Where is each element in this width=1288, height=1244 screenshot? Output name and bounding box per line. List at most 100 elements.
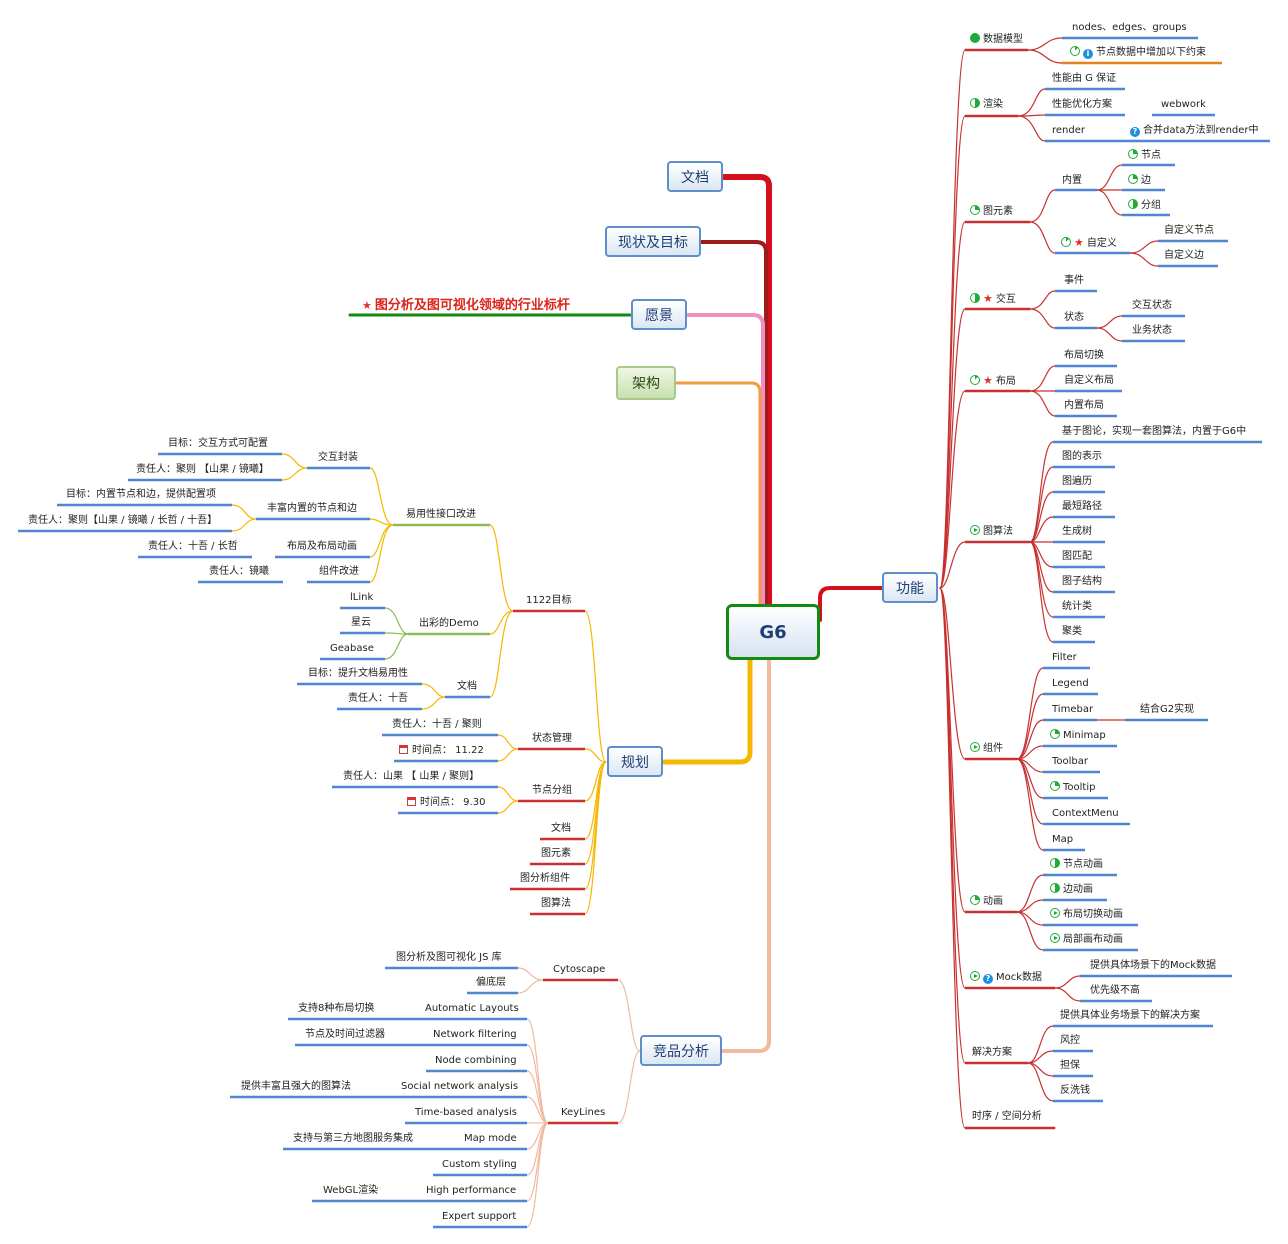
func-algo-item[interactable]: 图匹配 [1062,551,1092,562]
plan-goal[interactable]: 1122目标 [526,595,572,606]
func-mock-item[interactable]: 优先级不高 [1090,985,1140,996]
plan-docs-owner[interactable]: 责任人：十吾 [348,693,408,704]
plan-demo-item[interactable]: Geabase [330,643,374,654]
topic-status-goal[interactable]: 现状及目标 [605,226,701,257]
func-render-merge[interactable]: ?合并data方法到render中 [1130,124,1259,138]
func-comp-item[interactable]: Map [1052,834,1074,845]
func-algo-item[interactable]: 聚类 [1062,626,1082,637]
func-comp-item[interactable]: Legend [1052,678,1089,689]
plan-demo[interactable]: 出彩的Demo [419,618,479,629]
func-interact-state-item[interactable]: 业务状态 [1132,325,1172,336]
keylines-item[interactable]: Automatic Layouts [425,1003,519,1014]
func-solution-item[interactable]: 风控 [1060,1035,1080,1046]
func-render-item[interactable]: 性能优化方案 [1052,99,1112,110]
func-anim-item[interactable]: 边动画 [1050,883,1093,897]
func-layout-item[interactable]: 内置布局 [1064,400,1104,411]
func-anim-item[interactable]: 布局切换动画 [1050,908,1123,922]
func-render[interactable]: 渲染 [970,98,1003,112]
keylines-item[interactable]: Custom styling [442,1159,517,1170]
vision-detail[interactable]: ★图分析及图可视化领域的行业标杆 [362,294,570,313]
func-comp-item[interactable]: Timebar [1052,704,1094,715]
plan-state-time[interactable]: 时间点： 11.22 [399,744,484,758]
func-elements-builtin-item[interactable]: 边 [1128,174,1151,188]
func-timeseries[interactable]: 时序 / 空间分析 [972,1111,1042,1122]
func-comp-item[interactable]: Filter [1052,652,1077,663]
compete-cytoscape-item[interactable]: 图分析及图可视化 JS 库 [396,952,502,963]
func-render-webwork[interactable]: webwork [1161,99,1206,110]
plan-layout-owner[interactable]: 责任人：十吾 / 长哲 [148,541,238,552]
plan-rich-owner[interactable]: 责任人：聚则【山果 / 镜曦 / 长哲 / 十吾】 [28,515,218,526]
topic-plan[interactable]: 规划 [607,746,663,777]
func-comp-item[interactable]: ContextMenu [1052,808,1119,819]
plan-other[interactable]: 图分析组件 [520,873,570,884]
keylines-item[interactable]: Node combining [435,1055,517,1066]
func-anim[interactable]: 动画 [970,895,1003,909]
func-solution-item[interactable]: 反洗钱 [1060,1085,1090,1096]
func-elements-custom[interactable]: ★自定义 [1061,236,1117,251]
func-interact-state-item[interactable]: 交互状态 [1132,300,1172,311]
plan-rich[interactable]: 丰富内置的节点和边 [267,503,357,514]
compete-keylines[interactable]: KeyLines [561,1107,606,1118]
func-anim-item[interactable]: 节点动画 [1050,858,1103,872]
func-elements-builtin-item[interactable]: 分组 [1128,199,1161,213]
func-interact-state[interactable]: 状态 [1064,312,1084,323]
func-solution-item[interactable]: 担保 [1060,1060,1080,1071]
func-algo-item[interactable]: 图的表示 [1062,451,1102,462]
keylines-item[interactable]: Time-based analysis [415,1107,517,1118]
func-comp-item[interactable]: Tooltip [1050,781,1095,795]
func-algo-item[interactable]: 图遍历 [1062,476,1092,487]
func-data-model[interactable]: 数据模型 [970,33,1023,47]
compete-cytoscape-item[interactable]: 偏底层 [476,977,506,988]
func-elements[interactable]: 图元素 [970,205,1013,219]
func-interact-event[interactable]: 事件 [1064,275,1084,286]
plan-demo-item[interactable]: 星云 [351,617,371,628]
func-comp-item[interactable]: Toolbar [1052,756,1089,767]
topic-architecture[interactable]: 架构 [616,366,676,400]
plan-state-owner[interactable]: 责任人：十吾 / 聚则 [392,719,482,730]
plan-usability[interactable]: 易用性接口改进 [406,509,476,520]
func-elements-builtin[interactable]: 内置 [1062,175,1082,186]
plan-interaction-owner[interactable]: 责任人：聚则 【山果 / 镜曦】 [136,464,269,475]
keylines-note[interactable]: 支持8种布局切换 [298,1003,375,1014]
keylines-note[interactable]: 提供丰富且强大的图算法 [241,1081,351,1092]
func-algo-item[interactable]: 生成树 [1062,526,1092,537]
plan-other[interactable]: 图算法 [541,898,571,909]
keylines-item[interactable]: High performance [426,1185,517,1196]
func-comp-item[interactable]: Minimap [1050,729,1106,743]
plan-component[interactable]: 组件改进 [319,566,359,577]
plan-docs-target[interactable]: 目标：提升文档易用性 [308,668,408,679]
func-elements-custom-item[interactable]: 自定义边 [1164,250,1204,261]
func-mock[interactable]: ?Mock数据 [970,971,1042,985]
keylines-note[interactable]: 支持与第三方地图服务集成 [293,1133,413,1144]
func-algo-item[interactable]: 图子结构 [1062,576,1102,587]
keylines-note[interactable]: 节点及时间过滤器 [305,1029,385,1040]
func-data-model-item[interactable]: nodes、edges、groups [1072,22,1187,33]
plan-docs[interactable]: 文档 [457,681,477,692]
topic-function[interactable]: 功能 [882,572,938,603]
compete-cytoscape[interactable]: Cytoscape [553,964,606,975]
plan-component-owner[interactable]: 责任人：镜曦 [209,566,269,577]
func-solution[interactable]: 解决方案 [972,1047,1012,1058]
topic-compete[interactable]: 竞品分析 [640,1035,722,1066]
func-comp-timebar-note[interactable]: 结合G2实现 [1140,704,1195,715]
keylines-item[interactable]: Expert support [442,1211,517,1222]
plan-interaction-target[interactable]: 目标：交互方式可配置 [168,438,268,449]
keylines-item[interactable]: Network filtering [433,1029,517,1040]
keylines-item[interactable]: Social network analysis [401,1081,519,1092]
plan-other[interactable]: 文档 [551,823,571,834]
func-algo-item[interactable]: 基于图论，实现一套图算法，内置于G6中 [1062,426,1247,437]
keylines-note[interactable]: WebGL渲染 [323,1185,379,1196]
func-algo-item[interactable]: 最短路径 [1062,501,1102,512]
func-layout-item[interactable]: 自定义布局 [1064,375,1114,386]
func-anim-item[interactable]: 局部画布动画 [1050,933,1123,947]
func-solution-item[interactable]: 提供具体业务场景下的解决方案 [1060,1010,1200,1021]
plan-rich-target[interactable]: 目标：内置节点和边，提供配置项 [66,489,216,500]
plan-group-owner[interactable]: 责任人：山果 【 山果 / 聚则】 [343,771,480,782]
topic-doc[interactable]: 文档 [667,161,723,192]
func-render-item[interactable]: 性能由 G 保证 [1052,73,1117,84]
root-node[interactable]: G6 [726,604,820,660]
func-render-item[interactable]: render [1052,125,1085,136]
plan-state[interactable]: 状态管理 [532,733,572,744]
plan-interaction[interactable]: 交互封装 [318,452,358,463]
